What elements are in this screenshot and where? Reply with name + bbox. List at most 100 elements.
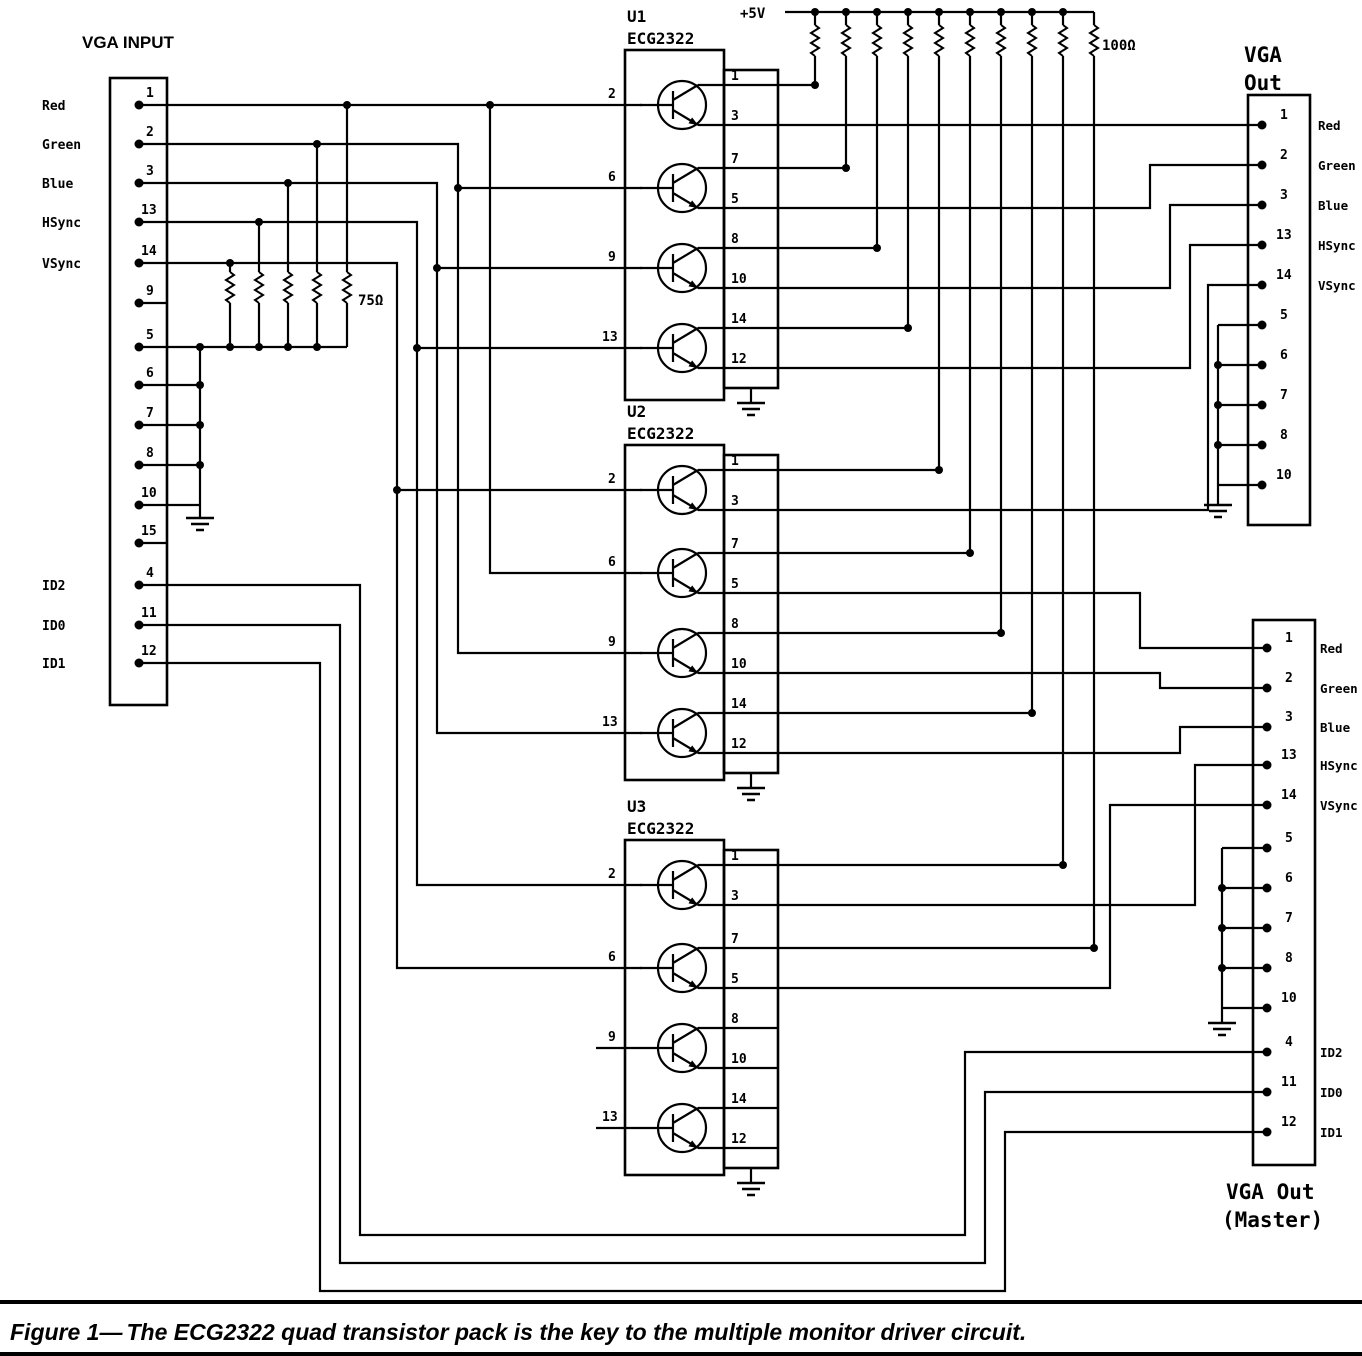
resistor-100ohm [1058, 24, 1068, 57]
bottom-border [0, 1352, 1362, 1356]
npn-transistor [638, 547, 708, 599]
ic-output-pin: 5 [731, 192, 739, 207]
resistor-75ohm [312, 271, 322, 304]
master-title-line2: (Master) [1222, 1208, 1323, 1232]
ic-output-pin: 5 [731, 577, 739, 592]
ic-ref: U3 [627, 797, 646, 816]
npn-transistor [638, 162, 708, 214]
ic-input-pin: 2 [608, 472, 616, 487]
figure-caption-text: The ECG2322 quad transistor pack is the … [126, 1319, 1026, 1345]
resistor-75ohm [283, 271, 293, 304]
vga-input-box [108, 76, 169, 707]
vga-input-pin-labels: Red Green Blue HSync VSync ID2 ID0 ID1 [42, 99, 81, 672]
resistor-100ohm [996, 24, 1006, 57]
pin-label: Green [1318, 158, 1356, 173]
ic-input-pin: 2 [608, 867, 616, 882]
ic-part: ECG2322 [627, 424, 694, 443]
resistor-75ohm [254, 271, 264, 304]
input-signal-wires [139, 103, 642, 1130]
resistor-100ohm [934, 24, 944, 57]
ic-output-pin: 12 [731, 1132, 747, 1147]
junction-dots [196, 8, 1226, 972]
vga-out-title-line1: VGA [1244, 43, 1282, 67]
pin-number: 2 [1280, 148, 1288, 163]
npn-transistor [638, 707, 708, 759]
grounds [184, 388, 1238, 1197]
collector-links [778, 83, 1094, 950]
pin-number: 12 [1281, 1115, 1297, 1130]
vga-input-pin-numbers: 1 2 3 13 14 9 5 6 7 8 10 15 4 11 12 [141, 86, 157, 659]
resistor-100ohm [1027, 24, 1037, 57]
u3-text: U3 ECG2322 2 6 9 13 1 3 7 5 8 10 14 12 [602, 797, 747, 1147]
ic-output-pin: 12 [731, 737, 747, 752]
resistor-100ohm [1089, 24, 1099, 57]
master-pin-dots [1262, 643, 1272, 1137]
ic-input-pin: 6 [608, 950, 616, 965]
pin-label: Blue [1320, 720, 1351, 735]
vga-out-master-box [1251, 618, 1317, 1167]
npn-transistor [638, 627, 708, 679]
pin-number: 13 [1281, 748, 1297, 763]
pin-label: Green [42, 138, 81, 153]
ic-output-pin: 1 [731, 849, 739, 864]
pin-label: Blue [42, 177, 73, 192]
pin-number: 13 [1276, 228, 1292, 243]
pin-number: 3 [146, 164, 154, 179]
input-pin-dots [134, 100, 144, 668]
ground-symbol [735, 401, 767, 417]
ic-output-pin: 3 [731, 109, 739, 124]
ic-output-pin: 1 [731, 454, 739, 469]
ic-output-pin: 10 [731, 1052, 747, 1067]
pullup-value-label: 100Ω [1102, 38, 1136, 54]
ic-output-pin: 12 [731, 352, 747, 367]
ic-output-pin: 14 [731, 312, 747, 327]
ic-output-pin: 3 [731, 889, 739, 904]
master-title-line1: VGA Out [1226, 1180, 1315, 1204]
ground-symbol [1206, 1021, 1238, 1037]
pin-label: ID0 [42, 619, 66, 634]
ic-ref: U2 [627, 402, 646, 421]
pin-number: 7 [1280, 388, 1288, 403]
pin-number: 5 [1285, 831, 1293, 846]
pin-number: 11 [1281, 1075, 1297, 1090]
ic-output-pin: 8 [731, 1012, 739, 1027]
pin-number: 11 [141, 606, 157, 621]
pin-number: 10 [1276, 468, 1292, 483]
ic-pin-lines [698, 83, 778, 1150]
resistor-75ohm [342, 271, 352, 304]
pin-number: 5 [146, 328, 154, 343]
ic-output-pin: 5 [731, 972, 739, 987]
ic-output-pin: 7 [731, 152, 739, 167]
pin-label: ID1 [1320, 1125, 1343, 1140]
vga-out-pin-numbers: 1 2 3 13 14 5 6 7 8 10 [1276, 108, 1292, 483]
ic-part: ECG2322 [627, 819, 694, 838]
pin-label: Red [1318, 118, 1341, 133]
pin-number: 4 [146, 566, 154, 581]
pin-number: 8 [146, 446, 154, 461]
pin-label: Blue [1318, 198, 1349, 213]
ic-output-pin: 10 [731, 657, 747, 672]
pin-number: 6 [146, 366, 154, 381]
resistor-100ohm [810, 24, 820, 57]
pin-number: 5 [1280, 308, 1288, 323]
caption-area: Figure 1—The ECG2322 quad transistor pac… [0, 1300, 1362, 1356]
ic-input-pin: 6 [608, 555, 616, 570]
pin-label: Red [42, 99, 65, 114]
termination-resistors [225, 105, 352, 347]
input-ground-bus [139, 345, 347, 518]
caption-divider [0, 1300, 1362, 1304]
pin-label: HSync [42, 216, 81, 231]
npn-transistor [638, 79, 708, 131]
pin-number: 8 [1280, 428, 1288, 443]
ic-output-pin: 10 [731, 272, 747, 287]
pin-label: VSync [1320, 798, 1358, 813]
ground-symbol [735, 1181, 767, 1197]
npn-transistor [638, 942, 708, 994]
pin-number: 14 [1276, 268, 1292, 283]
npn-transistor [638, 464, 708, 516]
ic-output-pin: 3 [731, 494, 739, 509]
vga-out-box [1246, 93, 1312, 527]
pullup-network [785, 10, 1099, 948]
